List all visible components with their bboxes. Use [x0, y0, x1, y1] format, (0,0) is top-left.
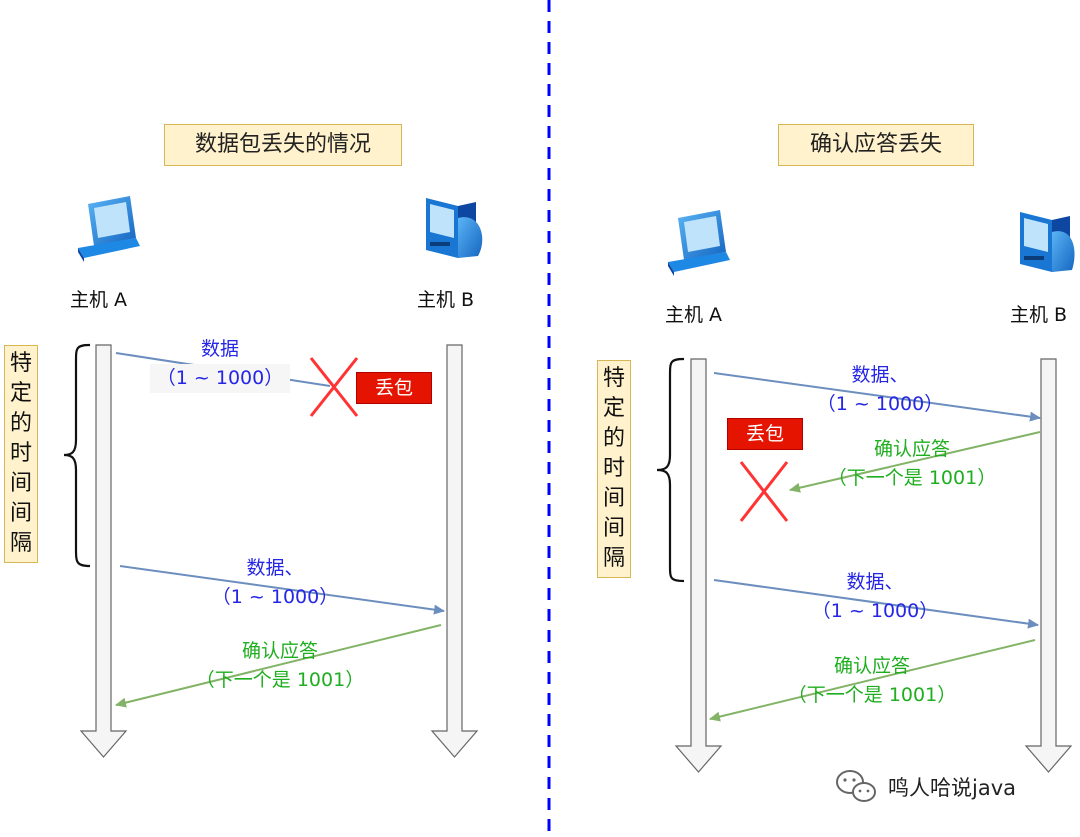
data-arrow-resend	[119, 565, 445, 615]
host-a-lifeline	[674, 358, 723, 773]
packet-loss-badge: 丢包	[727, 418, 803, 450]
ack-label: 确认应答 （下一个是 1001）	[787, 655, 957, 706]
interval-label: 特 定 的 时 间 间 隔	[4, 345, 38, 563]
host-b-lifeline	[1024, 358, 1073, 773]
desktop-computer-icon	[426, 198, 483, 258]
packet-loss-badge: 丢包	[356, 372, 432, 404]
data-label: 数据、 （1 ~ 1000）	[211, 557, 339, 608]
host-b-lifeline	[430, 344, 479, 758]
interval-brace	[63, 343, 91, 568]
data-arrow	[713, 372, 1041, 422]
watermark-text: 鸣人哈说java	[888, 776, 1016, 800]
host-b-label: 主机 B	[1010, 304, 1068, 326]
data-label: 数据 （1 ~ 1000）	[150, 335, 290, 393]
packet-loss-x-icon	[309, 357, 359, 417]
ack-arrow	[115, 624, 442, 708]
ack-label: 确认应答 （下一个是 1001）	[195, 640, 365, 691]
panel-title: 数据包丢失的情况	[164, 124, 402, 166]
data-label: 数据、 （1 ~ 1000）	[816, 364, 944, 415]
ack-arrow	[709, 639, 1036, 722]
desktop-computer-icon	[1020, 212, 1075, 272]
interval-label: 特 定 的 时 间 间 隔	[597, 360, 631, 578]
host-b-label: 主机 B	[417, 289, 475, 311]
interval-brace	[656, 357, 685, 583]
packet-loss-x-icon	[739, 461, 789, 522]
data-arrow-resend	[713, 579, 1039, 629]
data-label: 数据、 （1 ~ 1000）	[811, 571, 939, 622]
host-a-label: 主机 A	[665, 304, 723, 326]
host-a-lifeline	[79, 344, 128, 758]
wechat-icon	[836, 770, 876, 802]
laptop-icon	[78, 196, 140, 262]
laptop-icon	[668, 210, 730, 276]
ack-arrow-lost	[789, 431, 1041, 493]
host-a-label: 主机 A	[70, 289, 128, 311]
panel-title: 确认应答丢失	[778, 124, 974, 166]
ack-label: 确认应答 （下一个是 1001）	[827, 438, 997, 489]
